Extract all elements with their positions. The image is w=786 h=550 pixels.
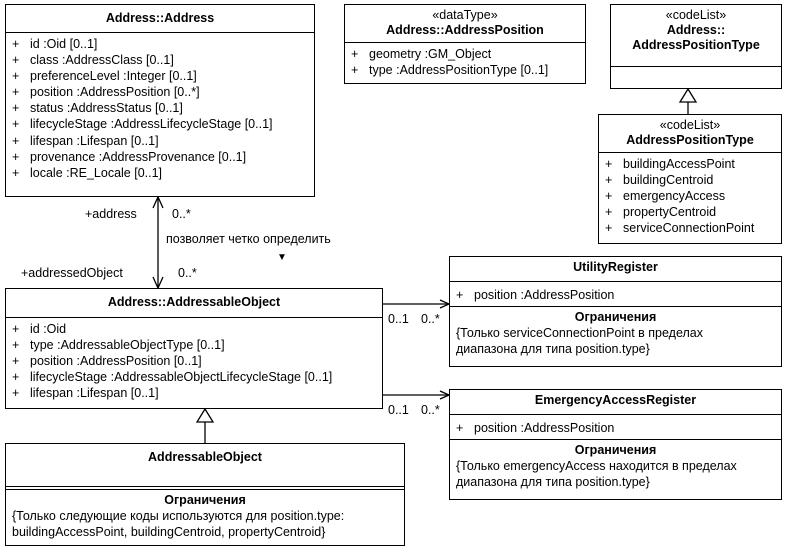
constraints-title: Ограничения: [574, 310, 657, 324]
attribute-row: +lifespan :Lifespan [0..1]: [12, 386, 159, 401]
class-addressable-object-attributes: +id :Oid +type :AddressableObjectType [0…: [6, 318, 382, 401]
class-codelist-child-header: «codeList» AddressPositionType: [599, 115, 781, 153]
class-emergency-access-register-header: EmergencyAccessRegister: [450, 390, 781, 415]
attribute-row: +status :AddressStatus [0..1]: [12, 101, 183, 116]
codelist-value: +emergencyAccess: [605, 189, 726, 204]
class-address-position-attributes: +geometry :GM_Object +type :AddressPosit…: [345, 43, 585, 78]
attribute-row: +lifecycleStage :AddressLifecycleStage […: [12, 117, 273, 132]
class-address-title: Address::Address: [105, 11, 215, 25]
attribute-row: +lifecycleStage :AddressableObjectLifecy…: [12, 370, 333, 385]
attribute-row: +locale :RE_Locale [0..1]: [12, 165, 163, 180]
class-address-header: Address::Address: [6, 5, 314, 33]
constraints-text-line1: {Только serviceConnectionPoint в предела…: [456, 326, 703, 340]
association-arrow-top: [152, 195, 164, 209]
class-utility-register-attributes: +position :AddressPosition: [450, 282, 781, 306]
class-emergency-access-register-title: EmergencyAccessRegister: [534, 393, 697, 407]
role-address-label: +address: [85, 207, 137, 221]
codelist-value: +serviceConnectionPoint: [605, 221, 755, 236]
codelist-value: +buildingAccessPoint: [605, 157, 735, 171]
class-addressable-object-sub-header: AddressableObject: [6, 444, 404, 487]
generalization-triangle-ao: [195, 407, 215, 423]
stereotype-label: «codeList»: [665, 8, 727, 22]
class-addressable-object[interactable]: Address::AddressableObject +id :Oid +typ…: [5, 288, 383, 409]
constraints-title: Ограничения: [164, 493, 246, 507]
class-utility-register-title: UtilityRegister: [573, 260, 658, 274]
utility-mult-source: 0..1: [388, 312, 409, 326]
class-utility-register-header: UtilityRegister: [450, 257, 781, 282]
attribute-row: +id :Oid [0..1]: [12, 37, 98, 51]
class-addressable-object-title: Address::AddressableObject: [107, 295, 281, 309]
class-address[interactable]: Address::Address +id :Oid [0..1] +class …: [5, 4, 315, 197]
role-addressed-object-label: +addressedObject: [21, 266, 123, 280]
emergency-mult-source: 0..1: [388, 403, 409, 417]
class-addressable-object-sub-title: AddressableObject: [148, 450, 262, 464]
class-addressable-object-sub[interactable]: AddressableObject Ограничения {Только сл…: [5, 443, 405, 546]
class-codelist-parent-title-line1: Address::: [666, 23, 726, 37]
class-addressable-object-header: Address::AddressableObject: [6, 289, 382, 318]
emergency-mult-target: 0..*: [421, 403, 440, 417]
constraints-title: Ограничения: [574, 443, 657, 457]
generalization-triangle-codelist: [678, 87, 698, 103]
class-codelist-child[interactable]: «codeList» AddressPositionType +building…: [598, 114, 782, 244]
class-codelist-parent-title-line2: AddressPositionType: [632, 38, 760, 52]
class-codelist-parent-header: «codeList» Address:: AddressPositionType: [611, 5, 781, 67]
class-emergency-access-register-attributes: +position :AddressPosition: [450, 415, 781, 439]
class-codelist-parent[interactable]: «codeList» Address:: AddressPositionType: [610, 4, 782, 89]
stereotype-label: «dataType»: [432, 8, 498, 22]
constraints-text-line2: buildingAccessPoint, buildingCentroid, p…: [12, 525, 326, 539]
constraints-section: Ограничения {Только serviceConnectionPoi…: [450, 306, 781, 357]
constraints-text-line2: диапазона для типа position.type}: [456, 342, 650, 356]
class-utility-register[interactable]: UtilityRegister +position :AddressPositi…: [449, 256, 782, 367]
attribute-row: +position :AddressPosition [0..1]: [12, 354, 202, 369]
multiplicity-object-label: 0..*: [178, 266, 197, 280]
class-address-position-title: Address::AddressPosition: [386, 23, 544, 37]
multiplicity-address-label: 0..*: [172, 207, 191, 221]
class-codelist-child-title: AddressPositionType: [626, 133, 754, 147]
attribute-row: +type :AddressableObjectType [0..1]: [12, 338, 225, 353]
attribute-row: +position :AddressPosition [0..*]: [12, 85, 200, 100]
association-direction-icon: ▼: [277, 252, 287, 263]
class-address-attributes: +id :Oid [0..1] +class :AddressClass [0.…: [6, 33, 314, 181]
constraints-text-line1: {Только следующие коды используются для …: [12, 509, 345, 523]
attribute-row: +lifespan :Lifespan [0..1]: [12, 133, 159, 148]
constraints-text-line2: диапазона для типа position.type}: [456, 475, 650, 489]
attribute-row: +geometry :GM_Object: [351, 47, 492, 61]
codelist-value: +buildingCentroid: [605, 173, 714, 188]
attribute-row: +class :AddressClass [0..1]: [12, 53, 174, 68]
association-name-label: позволяет четко определить: [166, 232, 331, 246]
class-address-position[interactable]: «dataType» Address::AddressPosition +geo…: [344, 4, 586, 84]
attribute-row: +id :Oid: [12, 322, 67, 336]
codelist-value: +propertyCentroid: [605, 205, 717, 220]
attribute-row: +provenance :AddressProvenance [0..1]: [12, 149, 247, 164]
class-codelist-child-values: +buildingAccessPoint +buildingCentroid +…: [599, 153, 781, 236]
constraints-section: Ограничения {Только emergencyAccess нахо…: [450, 439, 781, 490]
attribute-row: +type :AddressPositionType [0..1]: [351, 63, 549, 78]
constraints-text-line1: {Только emergencyAccess находится в пред…: [456, 459, 737, 473]
attribute-row: +position :AddressPosition: [456, 288, 615, 302]
constraints-section: Ограничения {Только следующие коды испол…: [6, 489, 404, 540]
class-emergency-access-register[interactable]: EmergencyAccessRegister +position :Addre…: [449, 389, 782, 500]
attribute-row: +position :AddressPosition: [456, 421, 615, 435]
attribute-row: +preferenceLevel :Integer [0..1]: [12, 69, 197, 84]
utility-mult-target: 0..*: [421, 312, 440, 326]
class-address-position-header: «dataType» Address::AddressPosition: [345, 5, 585, 43]
stereotype-label: «codeList»: [659, 118, 721, 132]
